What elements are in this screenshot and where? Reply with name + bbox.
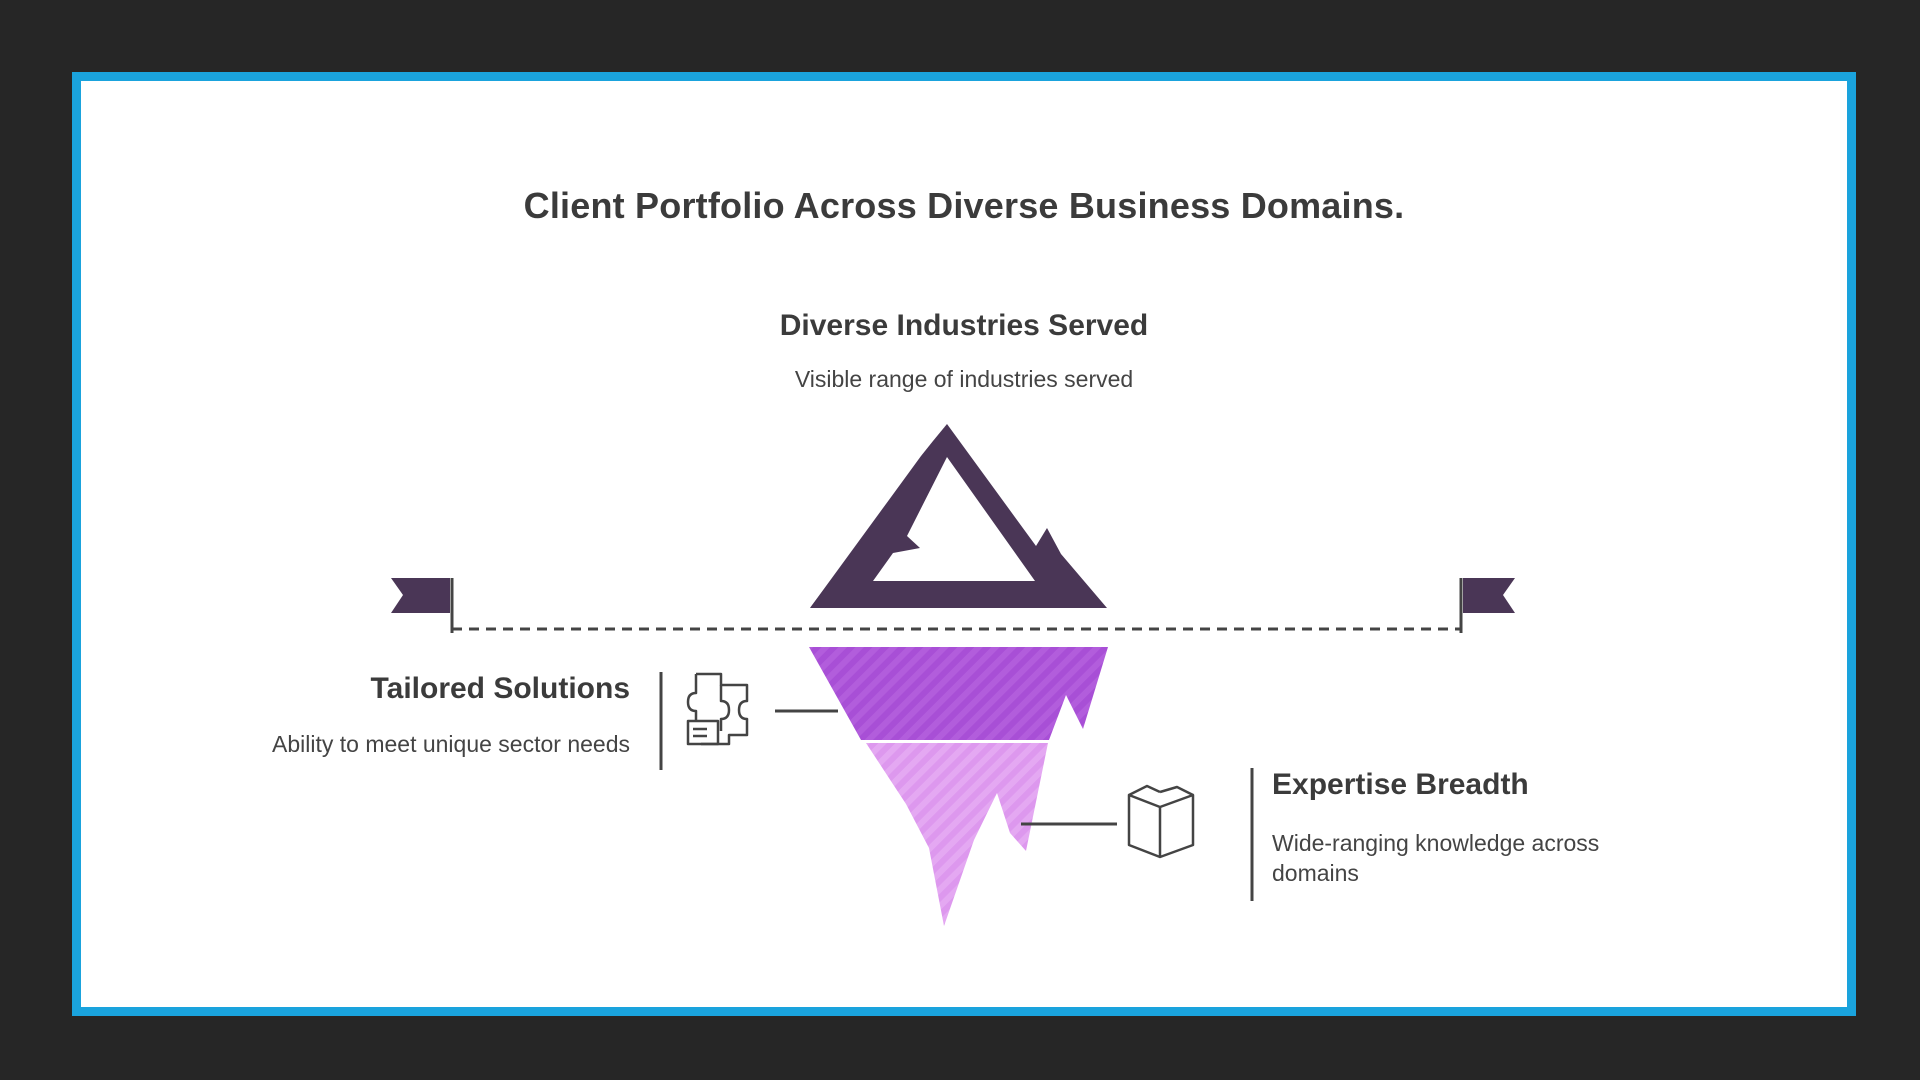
top-description: Visible range of industries served (81, 366, 1847, 393)
iceberg-peak (810, 424, 1107, 608)
slide-frame: Client Portfolio Across Diverse Business… (72, 72, 1856, 1016)
left-description: Ability to meet unique sector needs (272, 731, 630, 758)
left-flag (391, 578, 452, 633)
right-description: Wide-ranging knowledge across domains (1272, 828, 1652, 888)
top-heading: Diverse Industries Served (81, 309, 1847, 343)
book-icon (1129, 786, 1193, 857)
right-heading: Expertise Breadth (1272, 768, 1529, 802)
iceberg-band-lower (866, 743, 1048, 926)
iceberg-band-upper (809, 647, 1108, 740)
puzzle-icon (688, 674, 747, 744)
left-heading: Tailored Solutions (371, 672, 630, 706)
right-flag (1461, 578, 1515, 633)
